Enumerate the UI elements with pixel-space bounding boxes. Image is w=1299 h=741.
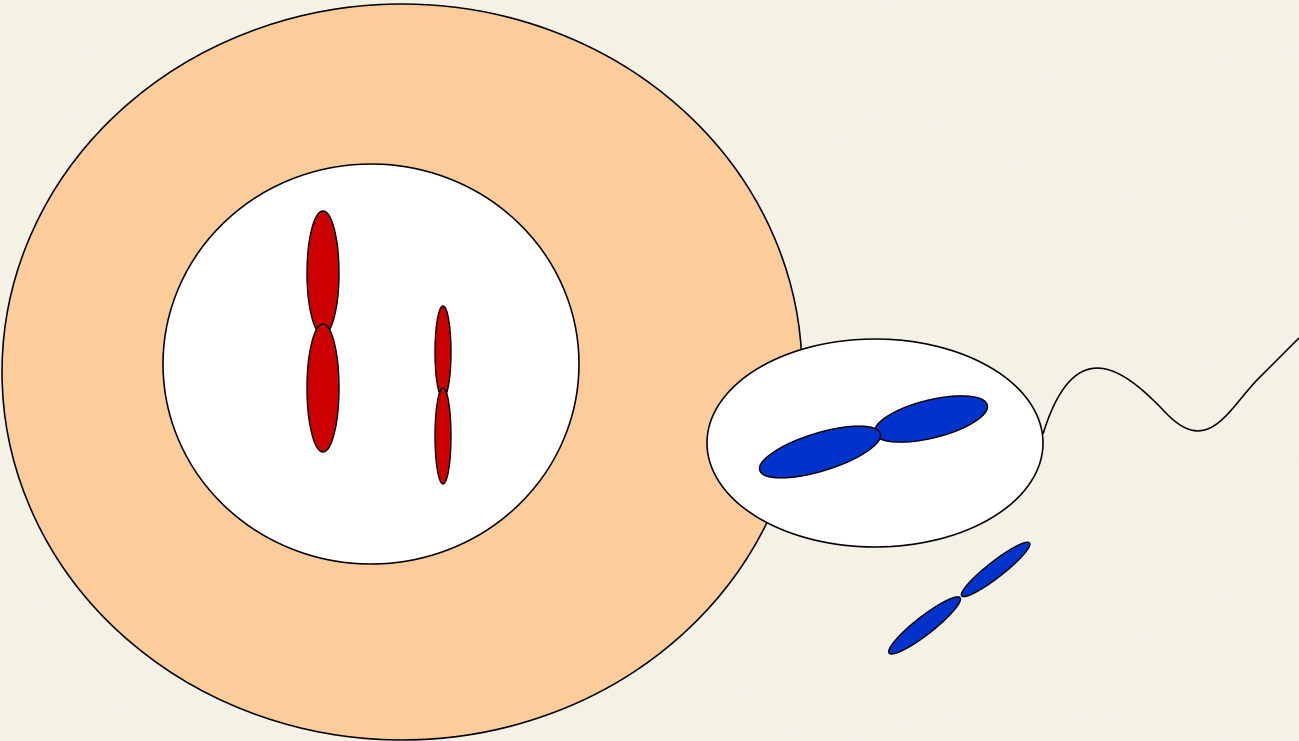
- egg-chromosome: [434, 305, 452, 399]
- egg-chromosome: [306, 210, 340, 336]
- sperm-chromosome: [888, 596, 962, 655]
- sperm-cell: [706, 337, 1299, 655]
- egg-chromosome-pair-small: [434, 305, 452, 485]
- sperm-chromosome: [758, 425, 882, 479]
- sperm-tail: [1042, 337, 1299, 435]
- sperm-chromosome-pair-large: [758, 395, 989, 479]
- egg-nucleus: [162, 163, 580, 565]
- egg-chromosome: [306, 323, 340, 453]
- sperm-chromosome: [960, 541, 1031, 598]
- sperm-chromosome-pair-small: [888, 541, 1031, 655]
- egg-chromosome-pair-large: [306, 210, 340, 453]
- egg-chromosome: [434, 387, 452, 485]
- egg-cell: [1, 3, 803, 741]
